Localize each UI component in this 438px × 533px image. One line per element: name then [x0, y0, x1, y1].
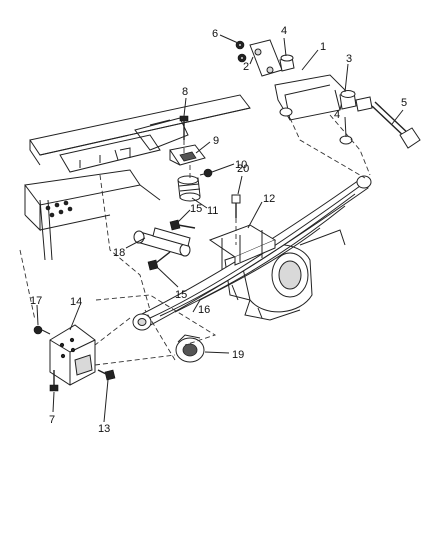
callout-8: 8	[182, 86, 188, 98]
shackle-nuts	[235, 40, 247, 63]
callout-14: 14	[70, 296, 82, 308]
callout-11: 11	[207, 205, 218, 217]
bolt-15-lower	[147, 251, 171, 271]
bolt-17	[33, 325, 51, 335]
callout-9: 9	[213, 135, 219, 147]
callout-2: 2	[243, 61, 249, 73]
callout-3: 3	[346, 53, 352, 65]
callout-16: 16	[198, 304, 210, 316]
spring-eye-bushing	[175, 334, 205, 363]
bolt-15-upper	[169, 219, 196, 231]
frame-crossmember	[59, 134, 161, 173]
callout-20: 20	[237, 163, 249, 175]
bolt-13	[97, 369, 116, 381]
callout-15-upper: 15	[190, 203, 202, 215]
front-hanger-bracket	[49, 324, 96, 386]
frame-rail-upper	[29, 94, 251, 166]
callout-4-upper: 4	[281, 25, 287, 37]
shock-absorber	[133, 227, 191, 257]
frame-rail-lower	[24, 169, 161, 261]
nut-10	[199, 168, 213, 178]
jounce-bumper	[177, 175, 201, 202]
assembly-lines	[19, 114, 371, 366]
shackle-assembly	[249, 39, 346, 121]
shackle-bolt	[371, 101, 421, 149]
callout-10: 10	[235, 159, 247, 171]
callout-19: 19	[232, 349, 244, 361]
callout-6: 6	[212, 28, 218, 40]
frame-bolt-holes	[45, 200, 73, 218]
callout-13: 13	[98, 423, 110, 435]
spring-plate	[208, 224, 277, 270]
bumper-bracket	[169, 144, 206, 166]
callout-15-lower: 15	[175, 289, 187, 301]
callout-5: 5	[401, 97, 407, 109]
callout-4-lower: 4	[334, 109, 340, 121]
bolt-20	[231, 194, 241, 218]
bolt-7	[49, 370, 59, 392]
callout-12: 12	[263, 193, 275, 205]
callout-18: 18	[113, 247, 125, 259]
callout-7: 7	[49, 414, 55, 426]
leader-lines	[36, 34, 404, 423]
callout-17: 17	[30, 295, 42, 307]
bolt-8	[179, 115, 189, 140]
callout-1: 1	[320, 41, 326, 53]
